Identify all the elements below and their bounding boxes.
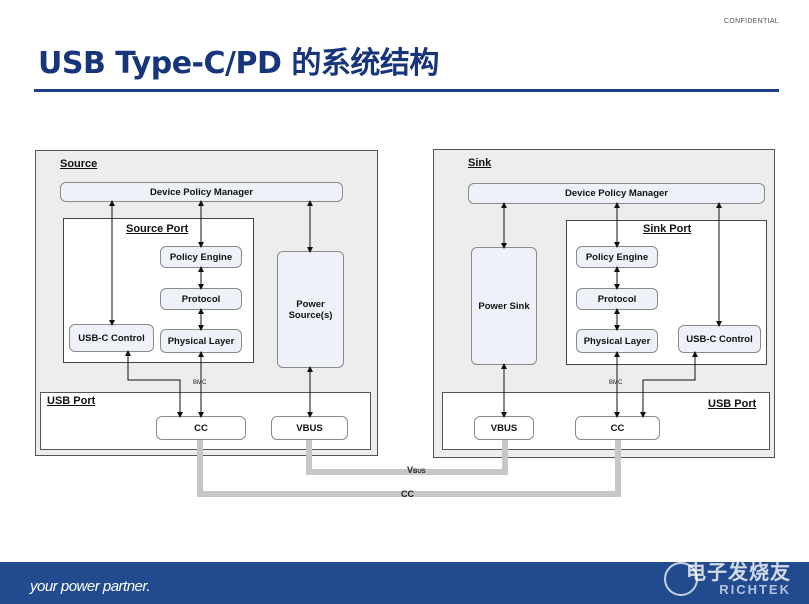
- watermark-logo-icon: [664, 562, 698, 596]
- sink-physical-layer: Physical Layer: [576, 329, 658, 353]
- sink-port-label: Sink Port: [643, 223, 692, 235]
- sink-usb-port-label: USB Port: [708, 398, 757, 410]
- source-usb-port-label: USB Port: [47, 395, 96, 407]
- title-underline: [34, 89, 779, 92]
- sink-label: Sink: [468, 157, 492, 169]
- cc-cable: [197, 440, 621, 497]
- source-vbus: VBUS: [271, 416, 348, 440]
- sink-cc: CC: [575, 416, 660, 440]
- page-title: USB Type-C/PD 的系统结构: [38, 46, 439, 81]
- watermark-text: 电子发烧友: [686, 562, 791, 584]
- vbus-link-label: VBUS: [407, 465, 426, 475]
- footer-tagline: your power partner.: [30, 578, 151, 595]
- vbus-cable: [306, 440, 508, 475]
- watermark-subtext: RICHTEK: [719, 582, 791, 597]
- cc-link-label: CC: [401, 489, 414, 499]
- source-label: Source: [60, 158, 98, 170]
- sink-usbc-control: USB-C Control: [678, 325, 761, 353]
- source-port-label: Source Port: [126, 223, 189, 235]
- confidential-label: CONFIDENTIAL: [724, 18, 779, 25]
